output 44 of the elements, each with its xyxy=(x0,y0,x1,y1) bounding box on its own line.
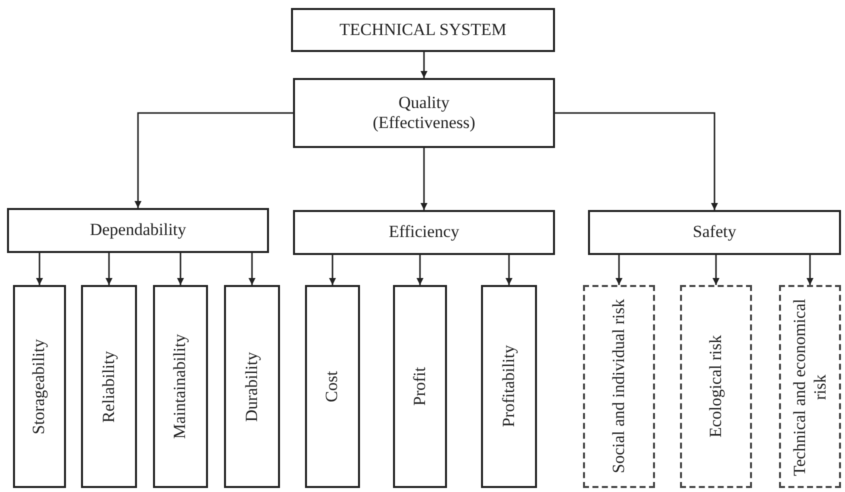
category-box xyxy=(588,210,841,255)
attribute-box xyxy=(393,285,447,488)
attribute-label: Profitability xyxy=(498,345,519,428)
arrow xyxy=(329,255,336,285)
system-box xyxy=(291,8,555,52)
arrow xyxy=(555,112,718,210)
risk-box xyxy=(583,285,655,488)
arrow xyxy=(248,253,256,285)
attribute-box xyxy=(81,285,137,488)
attribute-box xyxy=(305,285,360,488)
quality-box xyxy=(293,78,555,148)
arrow xyxy=(36,253,43,285)
attribute-label: Social and individual risk xyxy=(608,299,629,474)
attribute-label: Ecological risk xyxy=(706,335,726,438)
attribute-label: Cost xyxy=(322,370,342,402)
risk-box xyxy=(779,285,841,488)
box-label: TECHNICAL SYSTEM xyxy=(339,20,506,40)
category-box xyxy=(7,208,269,253)
arrow xyxy=(420,52,428,78)
attribute-box xyxy=(153,285,208,488)
arrow xyxy=(506,255,512,285)
risk-box xyxy=(680,285,752,488)
attribute-label: Technical and economical risk xyxy=(790,296,830,478)
box-label: Dependability xyxy=(90,220,186,241)
box-label: Safety xyxy=(692,222,736,243)
category-box xyxy=(293,210,555,255)
attribute-label: Durability xyxy=(242,352,262,422)
attribute-label: Storageability xyxy=(29,338,50,434)
arrow xyxy=(806,255,814,285)
arrow xyxy=(106,253,112,285)
arrow xyxy=(177,253,184,285)
attribute-label: Maintainability xyxy=(170,334,190,439)
attribute-box xyxy=(224,285,280,488)
box-label: Efficiency xyxy=(388,222,460,243)
arrow xyxy=(712,255,720,285)
arrow xyxy=(420,148,428,210)
arrow xyxy=(416,255,424,285)
attribute-box xyxy=(13,285,66,488)
attribute-box xyxy=(481,285,537,488)
arrow xyxy=(134,112,293,208)
attribute-label: Profit xyxy=(410,367,430,406)
arrow xyxy=(616,255,622,285)
box-label: Quality (Effectiveness) xyxy=(372,92,476,134)
attribute-label: Reliability xyxy=(98,350,119,422)
